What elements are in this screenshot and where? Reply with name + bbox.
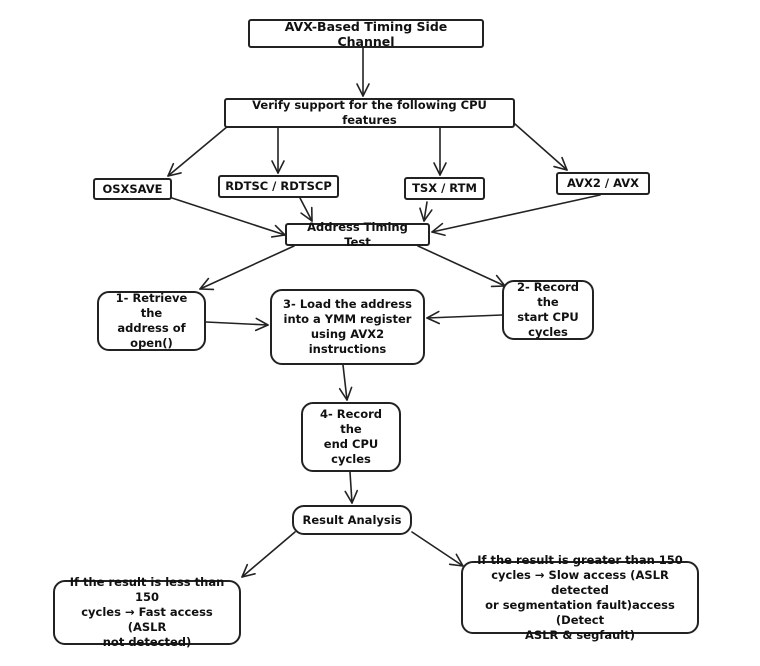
arrow-analysis-to-fast (241, 531, 296, 578)
tsx-rtm-node: TSX / RTM (404, 177, 485, 200)
title-node: AVX-Based Timing Side Channel (248, 19, 484, 49)
step1-retrieve-address-node: 1- Retrieve the address of open() (97, 291, 206, 351)
arrow-verify-to-avx (514, 123, 568, 171)
arrow-step2-to-step3 (426, 310, 503, 325)
arrow-rdtsc-to-timing (299, 197, 313, 222)
fast-access-result-node: If the result is less than 150 cycles → … (53, 575, 241, 649)
result-analysis-node: Result Analysis (292, 505, 412, 535)
step2-record-start-node: 2- Record the start CPU cycles (502, 280, 594, 340)
rdtsc-node: RDTSC / RDTSCP (218, 175, 339, 198)
arrow-verify-to-osxsave (167, 125, 229, 177)
arrow-step1-to-step3 (205, 317, 269, 332)
arrow-timing-to-step1 (199, 245, 295, 291)
arrow-avx-to-timing (431, 194, 601, 237)
arrow-title-to-verify (356, 47, 370, 97)
step3-load-ymm-node: 3- Load the address into a YMM register … (270, 289, 425, 365)
step4-record-end-node: 4- Record the end CPU cycles (301, 402, 401, 472)
osxsave-node: OSXSAVE (93, 178, 172, 200)
arrow-tsx-to-timing (419, 201, 433, 222)
arrow-verify-to-tsx (433, 127, 447, 176)
arrow-timing-to-step2 (417, 245, 506, 288)
address-timing-test-node: Address Timing Test (285, 220, 430, 249)
arrow-step3-to-step4 (338, 364, 353, 401)
arrow-verify-to-rdtsc (271, 127, 285, 174)
slow-access-result-node: If the result is greater than 150 cycles… (461, 553, 699, 642)
avx2-avx-node: AVX2 / AVX (556, 172, 650, 195)
arrow-osxsave-to-timing (171, 197, 286, 238)
arrow-step4-to-analysis (344, 471, 359, 504)
arrow-analysis-to-slow (411, 531, 464, 567)
verify-features-node: Verify support for the following CPU fea… (224, 98, 515, 128)
